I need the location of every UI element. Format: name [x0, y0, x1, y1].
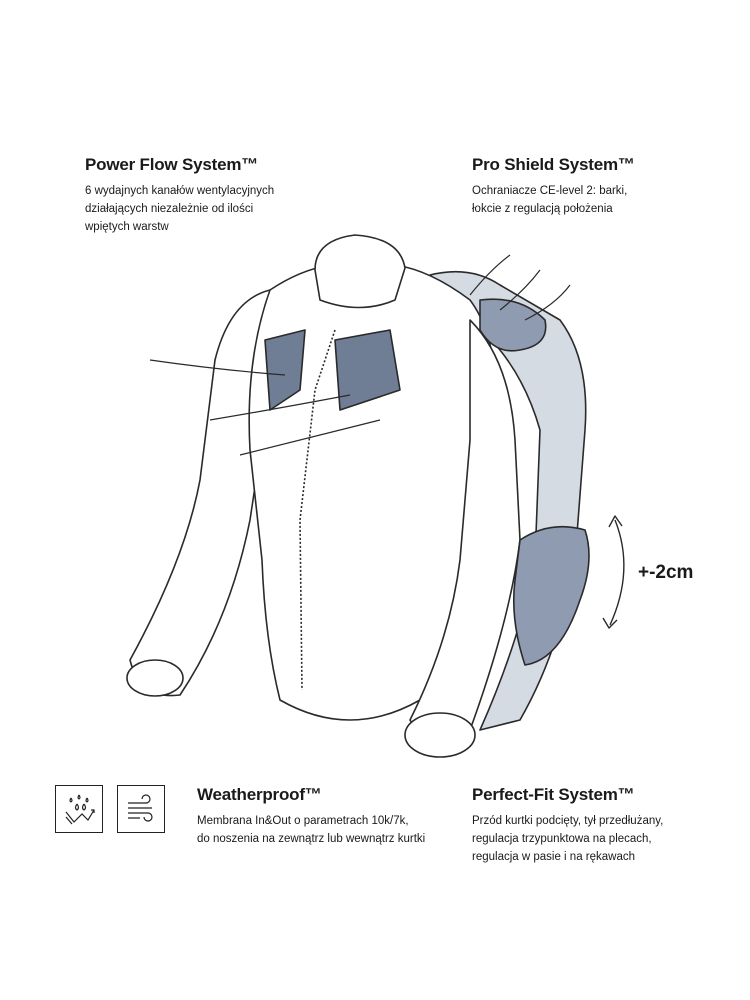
vent-left [264, 329, 306, 411]
feature-text: Przód kurtki podcięty, tył przedłużany, [472, 815, 664, 827]
windproof-icon [117, 785, 165, 833]
adjustment-label: +-2cm [638, 562, 694, 583]
feature-text: regulacja w pasie i na rękawach [472, 851, 636, 863]
feature-power-flow: Power Flow System™ 6 wydajnych kanałów w… [85, 155, 274, 236]
feature-perfect-fit: Perfect-Fit System™ Przód kurtki podcięt… [472, 785, 663, 866]
feature-text: łokcie z regulacją położenia [472, 203, 613, 215]
feature-pro-shield: Pro Shield System™ Ochraniacze CE-level … [472, 155, 635, 218]
waterproof-breathable-icon [55, 785, 103, 833]
jacket-left-sleeve [129, 289, 271, 697]
jacket-collar [314, 234, 406, 309]
adjustment-arrow [609, 519, 625, 626]
feature-text: Ochraniacze CE-level 2: barki, [472, 185, 628, 197]
feature-title: Perfect-Fit System™ [472, 785, 635, 804]
feature-text: działających niezależnie od ilości [85, 203, 254, 215]
airflow-arrows [149, 254, 571, 456]
feature-text: do noszenia na zewnątrz lub wewnątrz kur… [197, 833, 426, 845]
vent-right [334, 329, 401, 411]
main-zipper [299, 329, 336, 691]
feature-text: Membrana In&Out o parametrach 10k/7k, [197, 815, 409, 827]
feature-title: Pro Shield System™ [472, 155, 635, 174]
elbow-protector [513, 525, 590, 666]
shoulder-protector [479, 298, 547, 352]
feature-title: Weatherproof™ [197, 785, 322, 804]
feature-text: 6 wydajnych kanałów wentylacyjnych [85, 185, 275, 197]
feature-text: wpiętych warstw [85, 221, 169, 233]
feature-text: regulacja trzypunktowa na plecach, [472, 833, 652, 845]
feature-title: Power Flow System™ [85, 155, 259, 174]
feature-weatherproof: Weatherproof™ Membrana In&Out o parametr… [197, 785, 425, 848]
